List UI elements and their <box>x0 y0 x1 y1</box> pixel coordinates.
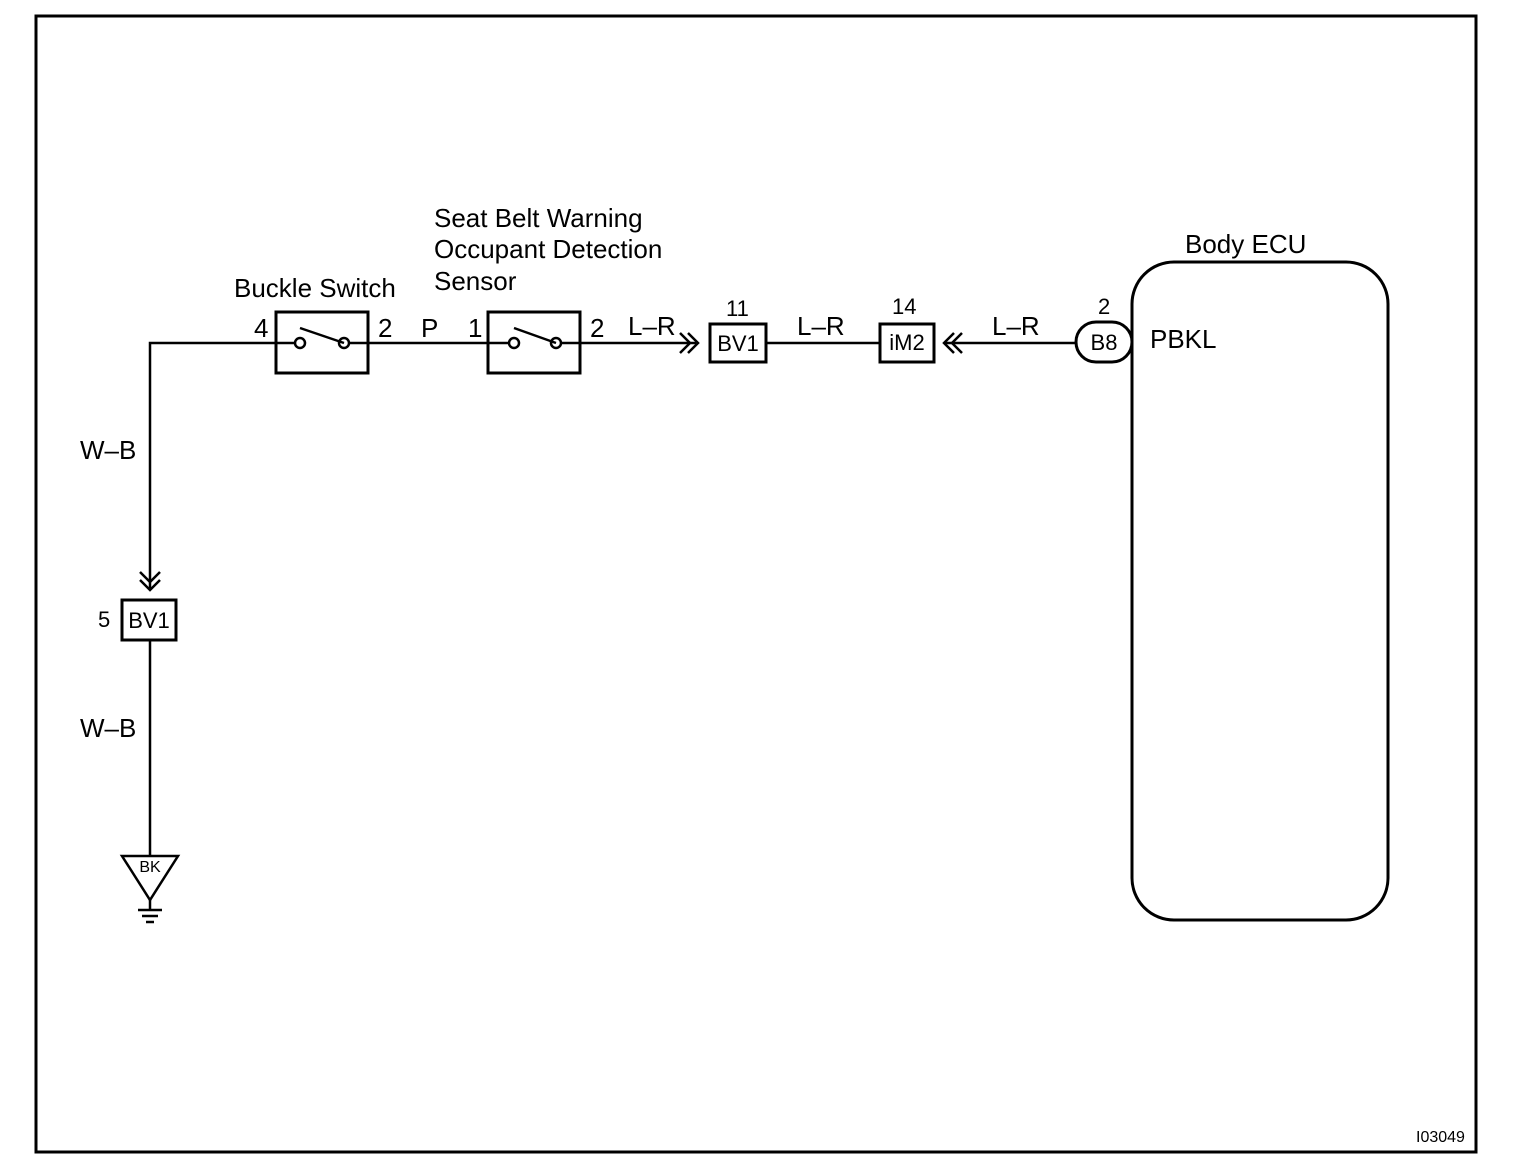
body-ecu-label: Body ECU <box>1185 229 1306 259</box>
bv1-top-code: BV1 <box>717 331 759 356</box>
ground-triangle <box>119 854 181 903</box>
buckle-switch-pin-right: 2 <box>378 313 392 343</box>
buckle-switch-contact-left <box>293 336 307 350</box>
ground-code: BK <box>139 859 161 876</box>
wire-label-wb-upper: W–B <box>80 435 136 465</box>
bv1-left-junction-arrow <box>139 571 161 592</box>
wire-label-lr-1: L–R <box>628 311 676 341</box>
body-ecu-box <box>1130 260 1390 922</box>
buckle-switch-label: Buckle Switch <box>234 273 396 303</box>
buckle-switch-blade <box>299 326 345 345</box>
b8-pin: 2 <box>1098 294 1110 319</box>
im2-connector <box>878 322 936 364</box>
wire-label-lr-3: L–R <box>992 311 1040 341</box>
wire-label-lr-2: L–R <box>797 311 845 341</box>
bv1-left-connector <box>120 598 178 642</box>
wire-label-wb-lower: W–B <box>80 713 136 743</box>
figure-id: I03049 <box>1416 1129 1465 1146</box>
wire-label-p: P <box>421 313 438 343</box>
diagram-frame <box>34 14 1478 1154</box>
im2-junction-arrow <box>942 332 963 354</box>
im2-code: iM2 <box>889 330 924 355</box>
bv1-top-pin: 11 <box>726 296 749 321</box>
buckle-switch-pin-left: 4 <box>254 313 268 343</box>
occupant-sensor-contact-left <box>507 336 521 350</box>
wire-wb-upper <box>148 341 276 588</box>
b8-code: B8 <box>1091 330 1118 355</box>
occupant-sensor-label-line2: Occupant Detection <box>434 234 662 264</box>
bv1-left-pin: 5 <box>98 607 110 632</box>
bv1-top-connector <box>708 322 768 364</box>
bv1-left-code: BV1 <box>128 608 170 633</box>
occupant-sensor-blade <box>513 326 557 345</box>
occupant-sensor-pin-right: 2 <box>590 313 604 343</box>
bv1-top-junction-arrow <box>679 332 700 354</box>
occupant-sensor-pin-left: 1 <box>468 313 482 343</box>
im2-pin: 14 <box>892 294 916 319</box>
occupant-sensor-label-line3: Sensor <box>434 266 517 296</box>
body-ecu-terminal: PBKL <box>1150 324 1217 354</box>
occupant-sensor-label-line1: Seat Belt Warning <box>434 203 643 233</box>
ground-symbol-icon <box>138 900 162 924</box>
